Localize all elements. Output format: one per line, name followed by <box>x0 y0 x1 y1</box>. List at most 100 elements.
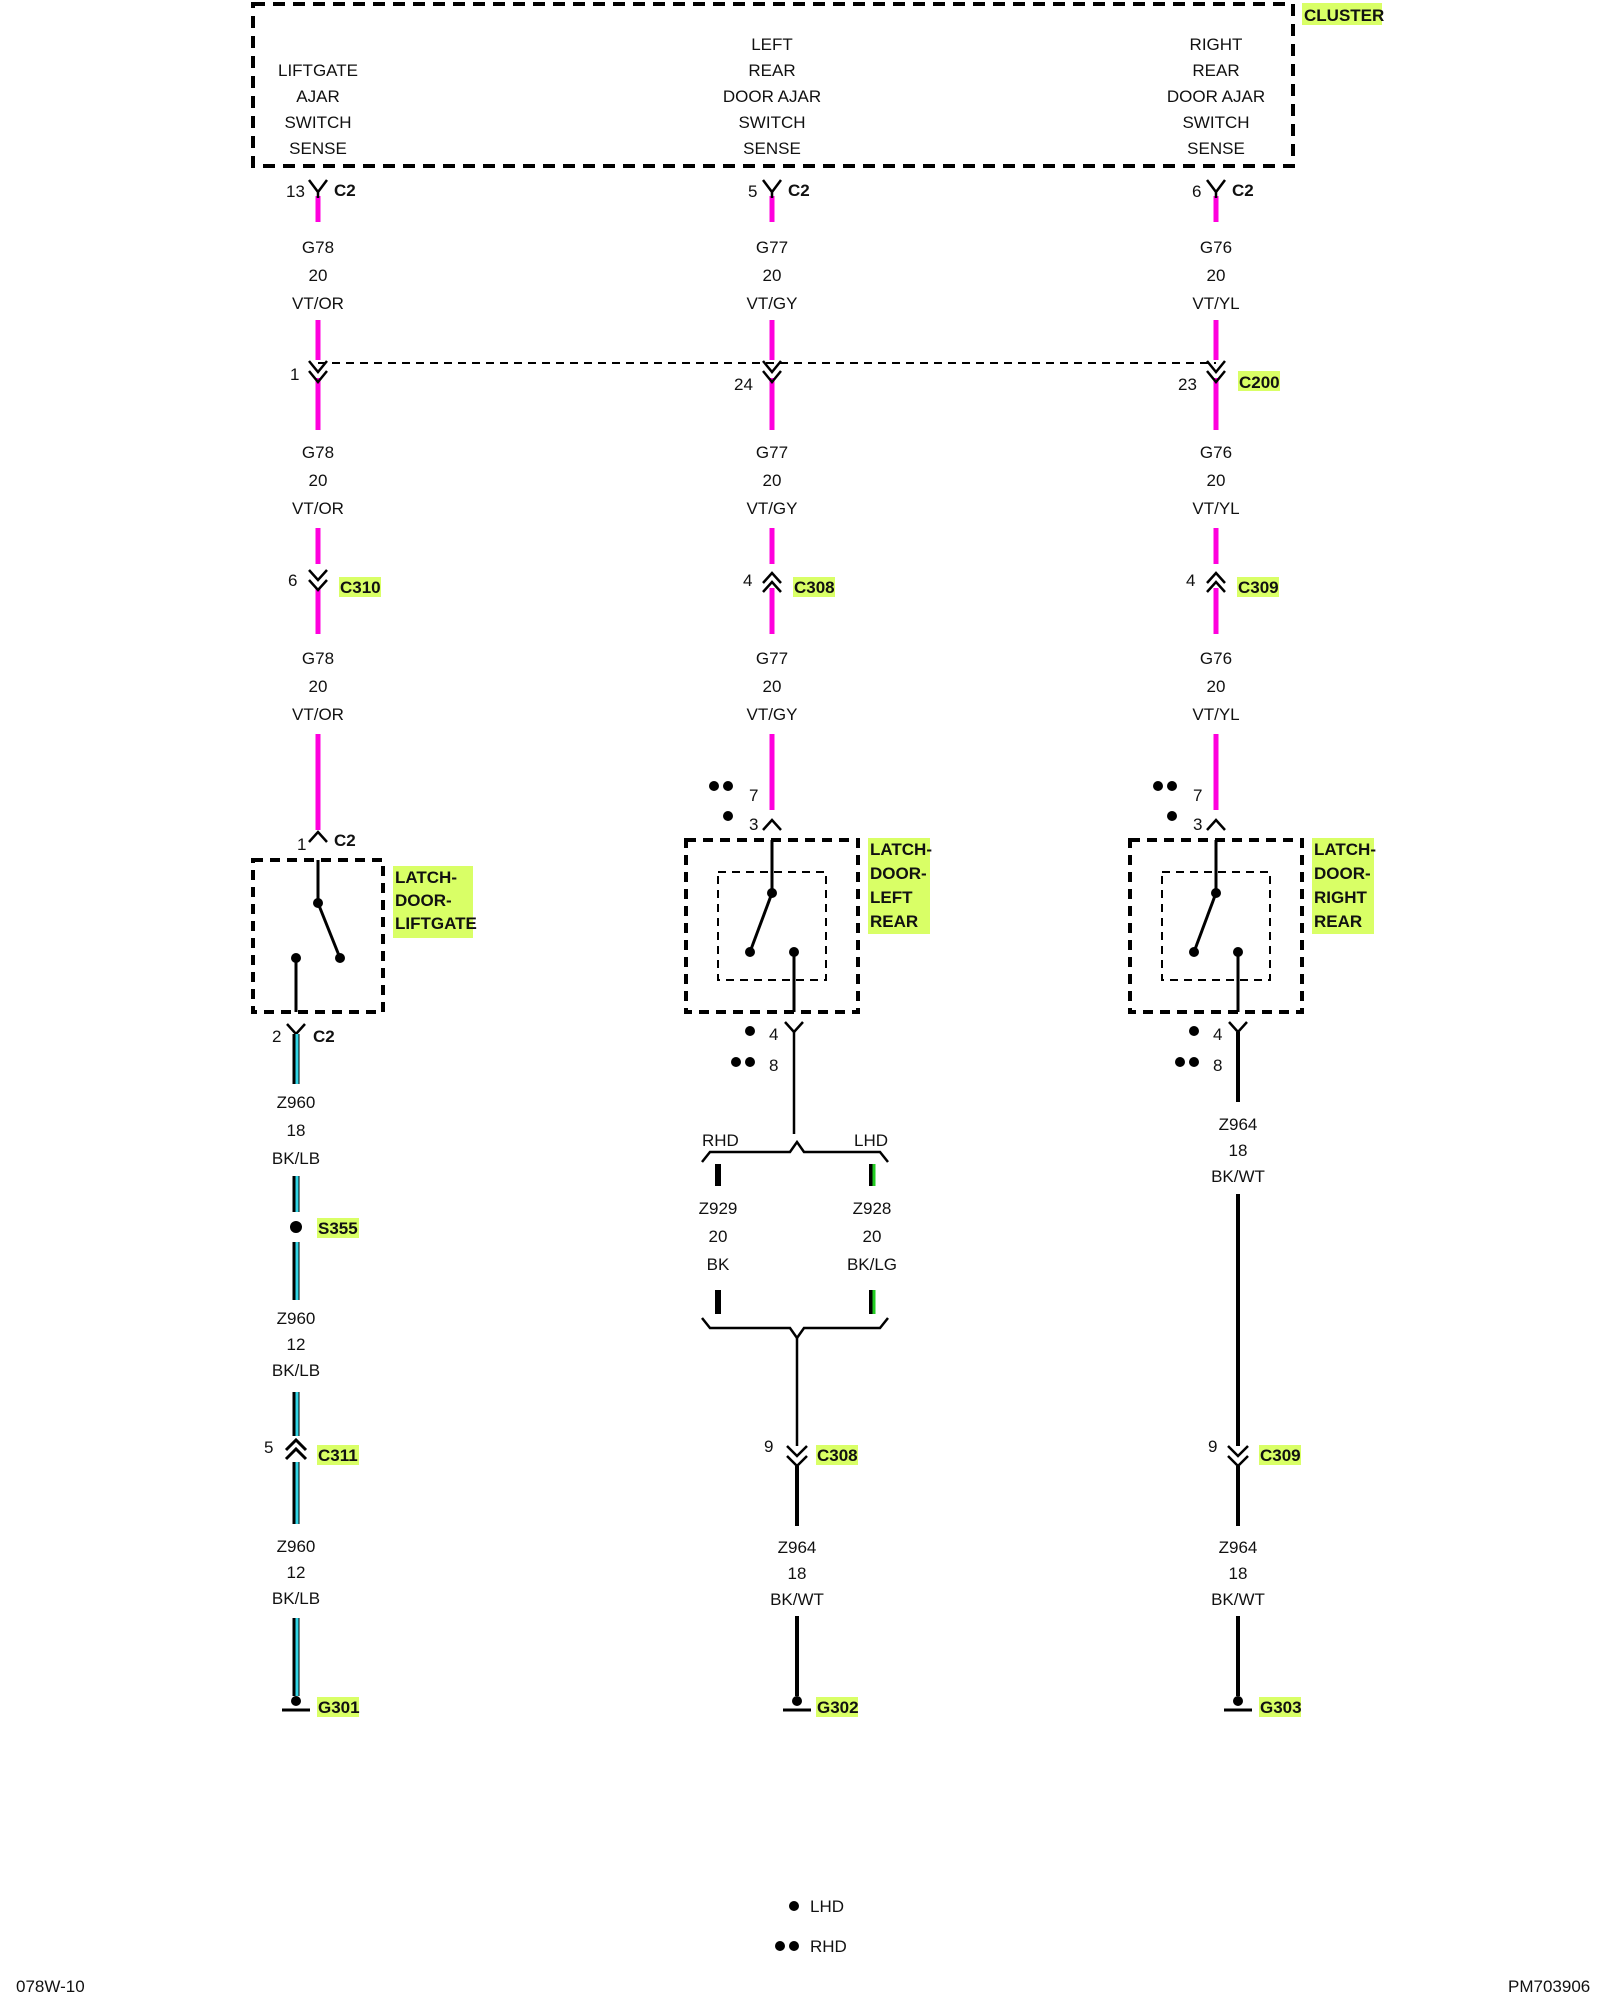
lr-branch-brace-bottom <box>701 1317 889 1341</box>
rr-switch-label-2: DOOR- <box>1314 864 1371 883</box>
rr-switch-label-4: REAR <box>1314 912 1362 931</box>
c308-bottom-connector <box>786 1445 808 1468</box>
c310-label: C310 <box>340 578 381 597</box>
c2-label-liftgate-bottom: C2 <box>313 1027 335 1046</box>
lr-switch-tip <box>745 947 755 957</box>
c308-label-highlight-2 <box>816 1445 858 1465</box>
lr-pin-7: 7 <box>749 786 758 805</box>
z964-rr-gauge-1: 18 <box>1229 1141 1248 1160</box>
left-rear-input-line-4: SWITCH <box>738 113 805 132</box>
g78-color-3: VT/OR <box>292 705 344 724</box>
c2-fork-5 <box>762 179 782 198</box>
c309-bottom-connector <box>1227 1445 1249 1468</box>
z960-id-1: Z960 <box>277 1093 316 1112</box>
rr-bottom-connector <box>1228 1021 1248 1034</box>
liftgate-c2-bottom-connector <box>286 1023 306 1036</box>
s355-label: S355 <box>318 1219 358 1238</box>
z960-color-2: BK/LB <box>272 1361 320 1380</box>
right-rear-input-line-3: DOOR AJAR <box>1167 87 1265 106</box>
liftgate-switch-terminal <box>291 953 301 963</box>
c200-fork-23 <box>1206 360 1226 384</box>
legend-rhd-label: RHD <box>810 1937 847 1956</box>
lr-pin-8: 8 <box>769 1056 778 1075</box>
lr-pin7-dot-1 <box>709 781 719 791</box>
c308-label-1: C308 <box>794 578 835 597</box>
pin-23: 23 <box>1178 375 1197 394</box>
liftgate-c2-top-connector <box>308 830 328 843</box>
g76-gauge-2: 20 <box>1207 471 1226 490</box>
g76-id-1: G76 <box>1200 238 1232 257</box>
c311-connector <box>284 1437 308 1461</box>
c308-fork-top <box>762 571 782 593</box>
g77-id-1: G77 <box>756 238 788 257</box>
g76-id-2: G76 <box>1200 443 1232 462</box>
right-rear-input-line-4: SWITCH <box>1182 113 1249 132</box>
liftgate-switch-label-2: DOOR- <box>395 891 452 910</box>
g76-id-3: G76 <box>1200 649 1232 668</box>
z964-lr-id: Z964 <box>778 1538 817 1557</box>
pin-9-c308: 9 <box>764 1437 773 1456</box>
c309-label-highlight-2 <box>1259 1445 1301 1465</box>
c2-label-2: C2 <box>788 181 810 200</box>
g78-gauge-3: 20 <box>309 677 328 696</box>
g302-label-highlight <box>816 1697 858 1717</box>
c309-label-2: C309 <box>1260 1446 1301 1465</box>
z964-rr-id-1: Z964 <box>1219 1115 1258 1134</box>
g302-ground-dot <box>792 1696 802 1706</box>
g78-id-1: G78 <box>302 238 334 257</box>
liftgate-input-line-2: AJAR <box>296 87 339 106</box>
g301-ground-dot <box>291 1696 301 1706</box>
lr-top-connector <box>762 818 782 831</box>
lr-bottom-connector <box>784 1021 804 1034</box>
lr-switch-terminal <box>789 947 799 957</box>
z960-gauge-3: 12 <box>287 1563 306 1582</box>
z928-gauge: 20 <box>863 1227 882 1246</box>
left-rear-input-line-1: LEFT <box>751 35 793 54</box>
rr-pin7-dot-2 <box>1167 781 1177 791</box>
s355-splice-dot <box>290 1221 302 1233</box>
cluster-label-highlight <box>1302 3 1382 25</box>
z964-rr-color-1: BK/WT <box>1211 1167 1265 1186</box>
c200-fork-1 <box>308 360 328 384</box>
c200-label: C200 <box>1239 373 1280 392</box>
c310-fork <box>308 569 328 592</box>
g77-gauge-3: 20 <box>763 677 782 696</box>
lr-switch-label-highlight <box>868 838 930 934</box>
legend-rhd-dot-1 <box>775 1941 785 1951</box>
rr-pin-3: 3 <box>1193 815 1202 834</box>
lr-pin4-dot <box>745 1026 755 1036</box>
z960-color-3: BK/LB <box>272 1589 320 1608</box>
z964-rr-id-2: Z964 <box>1219 1538 1258 1557</box>
z964-lr-color: BK/WT <box>770 1590 824 1609</box>
g303-label: G303 <box>1260 1698 1302 1717</box>
lr-pin7-dot-2 <box>723 781 733 791</box>
liftgate-switch-pivot <box>313 898 323 908</box>
legend-rhd-dot-2 <box>789 1941 799 1951</box>
z964-lr-gauge: 18 <box>788 1564 807 1583</box>
rr-pin-4: 4 <box>1213 1025 1222 1044</box>
g77-color-3: VT/GY <box>746 705 797 724</box>
liftgate-switch-label-highlight <box>393 866 473 938</box>
liftgate-switch-label-3: LIFTGATE <box>395 914 477 933</box>
rr-pin7-dot-1 <box>1153 781 1163 791</box>
g301-label-highlight <box>317 1697 359 1717</box>
cluster-label: CLUSTER <box>1304 6 1384 25</box>
branch-lhd-label: LHD <box>854 1131 888 1150</box>
z960-id-2: Z960 <box>277 1309 316 1328</box>
right-rear-input-line-5: SENSE <box>1187 139 1245 158</box>
pin-24: 24 <box>734 375 753 394</box>
lr-branch-brace-top <box>701 1139 889 1163</box>
g302-label: G302 <box>817 1698 859 1717</box>
pin-2-liftgate: 2 <box>272 1027 281 1046</box>
z929-color: BK <box>707 1255 730 1274</box>
lr-switch-label-2: DOOR- <box>870 864 927 883</box>
lr-switch-pivot <box>767 888 777 898</box>
branch-rhd-label: RHD <box>702 1131 739 1150</box>
c309-label-1: C309 <box>1238 578 1279 597</box>
c308-label-highlight-1 <box>793 577 835 597</box>
c2-label-1: C2 <box>334 181 356 200</box>
z960-gauge-2: 12 <box>287 1335 306 1354</box>
legend-lhd-label: LHD <box>810 1897 844 1916</box>
pin-5-c311: 5 <box>264 1438 273 1457</box>
pin-4-c309: 4 <box>1186 571 1195 590</box>
